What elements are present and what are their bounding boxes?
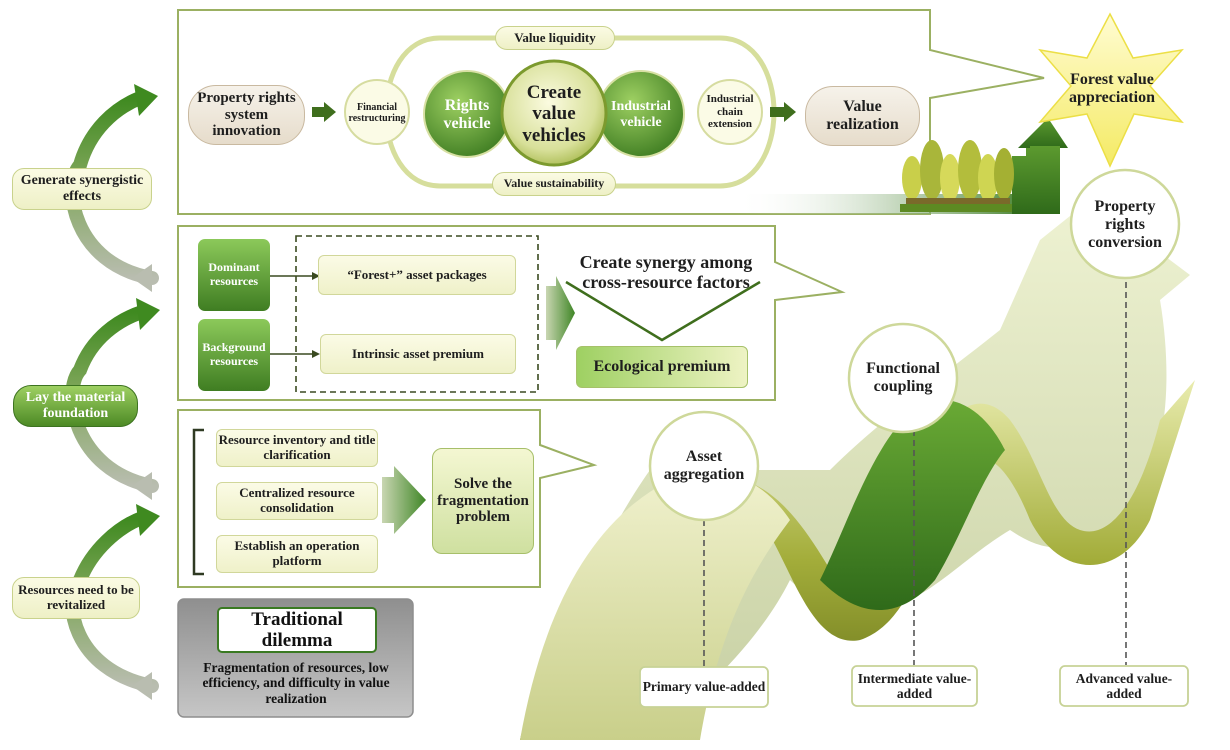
- intermediate-box: [851, 665, 978, 707]
- traditional-text: Fragmentation of resources, low efficien…: [202, 660, 390, 706]
- industrial-chain-extension: Industrial chain extension: [706, 93, 754, 131]
- industrial-chain-circle: [697, 79, 763, 145]
- arrow-right-icon: [312, 102, 336, 122]
- background-resources: Background resources: [198, 319, 270, 391]
- centralized-consolidation: Centralized resource consolidation: [216, 482, 378, 520]
- advanced-box: [1059, 665, 1189, 707]
- synergy-v: [565, 280, 761, 342]
- create-vehicles-circle: [500, 59, 608, 167]
- financial-restructuring: Financial restructuring: [348, 101, 406, 124]
- arrow-right-icon: [270, 350, 320, 358]
- star-icon: [1038, 12, 1184, 168]
- property-conversion-circle: [1069, 168, 1181, 280]
- generate-synergistic-effects: Generate synergistic effects: [12, 168, 152, 210]
- traditional-title-box: [217, 607, 377, 653]
- rights-vehicle: Rights vehicle: [443, 96, 491, 132]
- functional-coupling-circle: [847, 322, 959, 434]
- operation-platform: Establish an operation platform: [216, 535, 378, 573]
- resources-need-revitalized: Resources need to be revitalized: [12, 577, 140, 619]
- resources-dashed-frame: [295, 235, 539, 393]
- financial-circle: [344, 79, 410, 145]
- asset-aggregation-circle: [648, 410, 760, 522]
- create-synergy: Create synergy among cross-resource fact…: [579, 251, 753, 292]
- block-arrow-low: [382, 466, 426, 534]
- value-loop-track: [383, 35, 777, 189]
- primary-box: [639, 666, 769, 708]
- create-value-vehicles: Create value vehicles: [522, 81, 586, 146]
- intermediate-value-added: Intermediate value-added: [857, 670, 972, 701]
- solve-fragmentation: Solve the fragmentation problem: [432, 448, 534, 554]
- arrow-right-icon: [270, 272, 320, 280]
- functional-coupling: Functional coupling: [866, 359, 940, 395]
- lay-material-foundation: Lay the material foundation: [13, 385, 138, 427]
- resource-inventory: Resource inventory and title clarificati…: [216, 429, 378, 467]
- value-sustainability: Value sustainability: [492, 172, 616, 196]
- forest-value-appreciation: Forest value appreciation: [1069, 70, 1155, 106]
- task-bracket: [192, 428, 204, 576]
- asset-aggregation: Asset aggregation: [663, 447, 745, 483]
- property-rights-innovation: Property rights system innovation: [188, 85, 305, 145]
- wave-ribbon: [520, 380, 1195, 740]
- value-liquidity: Value liquidity: [495, 26, 615, 50]
- industrial-vehicle: Industrial vehicle: [611, 99, 671, 130]
- forest-plus-asset-packages: “Forest+” asset packages: [318, 255, 516, 295]
- primary-value-added: Primary value-added: [642, 679, 766, 695]
- wave-peak-1: [520, 468, 790, 740]
- advanced-value-added: Advanced value-added: [1075, 670, 1173, 701]
- dominant-resources: Dominant resources: [198, 239, 270, 311]
- traditional-title: Traditional dilemma: [251, 608, 343, 651]
- forest-icon: [900, 140, 1014, 212]
- up-arrow-head: [1018, 118, 1068, 148]
- value-realization: Value realization: [805, 86, 920, 146]
- block-arrow-mid: [546, 276, 575, 350]
- wave-peak-2: [820, 399, 1005, 610]
- ecological-premium: Ecological premium: [576, 346, 748, 388]
- arrow-right-icon: [770, 102, 796, 122]
- intrinsic-asset-premium: Intrinsic asset premium: [320, 334, 516, 374]
- up-arrow-shaft: [1030, 146, 1060, 214]
- curved-arrow-2: [65, 298, 160, 500]
- property-rights-conversion: Property rights conversion: [1088, 197, 1162, 252]
